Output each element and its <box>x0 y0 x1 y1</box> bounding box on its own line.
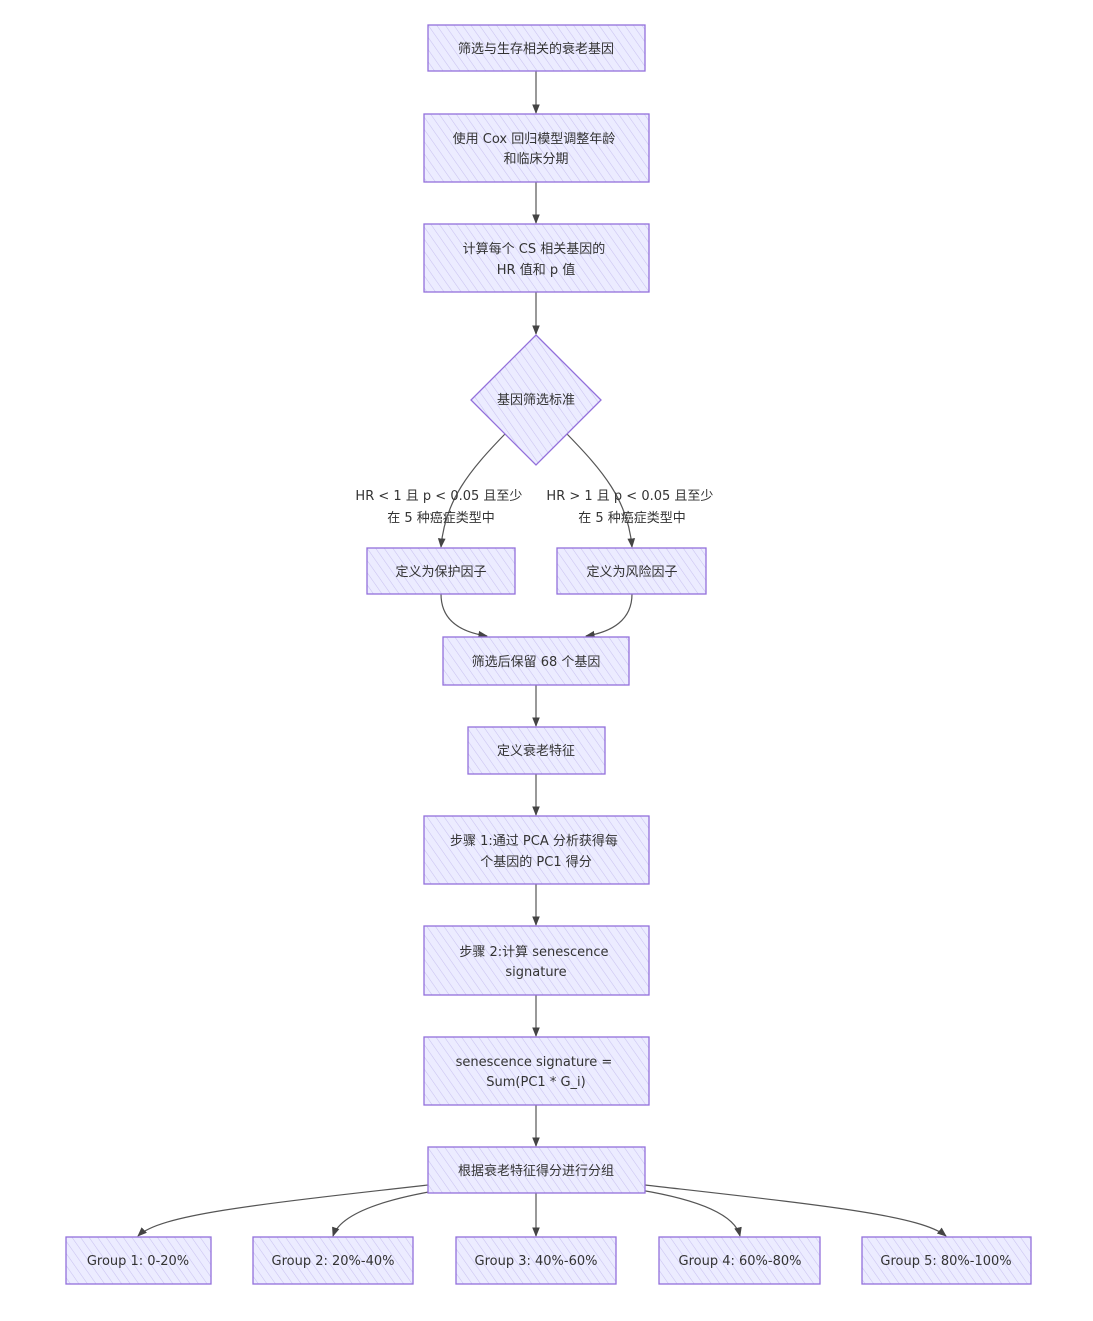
svg-text:定义为风险因子: 定义为风险因子 <box>586 565 677 580</box>
edge-labels-layer: HR < 1 且 p < 0.05 且至少 在 5 种癌症类型中 HR > 1 … <box>355 489 717 526</box>
svg-text:筛选与生存相关的衰老基因: 筛选与生存相关的衰老基因 <box>458 41 614 57</box>
svg-text:步骤 2:计算 senescence sig: 步骤 2:计算 senescence signature <box>459 945 612 980</box>
node-grouping: 根据衰老特征得分进行分组 <box>427 1146 646 1194</box>
edge-group-to-g5 <box>644 1184 947 1237</box>
svg-text:使用 Cox 回归模型调整年龄 和临床分期: 使用 Cox 回归模型调整年龄 和临床分期 <box>453 131 620 167</box>
node-risk-factor: 定义为风险因子 <box>556 547 707 595</box>
node-group-5: Group 5: 80%-100% <box>861 1236 1032 1285</box>
edge-criteria-to-protect <box>437 433 506 548</box>
edge-group-to-g4 <box>639 1189 742 1237</box>
node-start: 筛选与生存相关的衰老基因 <box>427 24 646 72</box>
svg-text:根据衰老特征得分进行分组: 根据衰老特征得分进行分组 <box>458 1163 614 1179</box>
svg-text:步骤 1:通过 PCA 分析获得每 个基因的: 步骤 1:通过 PCA 分析获得每 个基因的 PC1 得分 <box>450 833 622 870</box>
edge-protect-to-kept <box>440 593 488 639</box>
nodes-layer: 筛选与生存相关的衰老基因 使用 Cox 回归模型调整年龄 和临床分期 计算每个 … <box>65 24 1032 1285</box>
svg-text:Group 4: 60%-80%: Group 4: 60%-80% <box>679 1254 802 1269</box>
svg-text:senescence signature =: senescence signature = Sum(PC1 * G_i) <box>456 1055 617 1090</box>
node-formula: senescence signature = Sum(PC1 * G_i) <box>423 1036 650 1106</box>
svg-text:Group 5: 80%-100%: Group 5: 80%-100% <box>880 1254 1011 1269</box>
edges-layer <box>137 71 947 1237</box>
node-define-signature: 定义衰老特征 <box>467 726 606 775</box>
node-calc-hr-p: 计算每个 CS 相关基因的 HR 值和 p 值 <box>423 223 650 293</box>
edge-group-to-g1 <box>137 1184 429 1237</box>
node-step2-calc: 步骤 2:计算 senescence signature <box>423 925 650 996</box>
svg-text:定义衰老特征: 定义衰老特征 <box>497 743 575 759</box>
svg-text:Group 2: 20%-40%: Group 2: 20%-40% <box>272 1254 395 1269</box>
svg-text:基因筛选标准: 基因筛选标准 <box>497 393 575 408</box>
node-group-4: Group 4: 60%-80% <box>658 1236 821 1285</box>
svg-text:筛选后保留 68 个基因: 筛选后保留 68 个基因 <box>472 655 601 670</box>
node-group-3: Group 3: 40%-60% <box>455 1236 617 1285</box>
svg-text:定义为保护因子: 定义为保护因子 <box>395 565 486 580</box>
svg-text:Group 3: 40%-60%: Group 3: 40%-60% <box>475 1254 598 1269</box>
edge-group-to-g2 <box>332 1189 441 1237</box>
edge-label-risk-condition: HR > 1 且 p < 0.05 且至少 在 5 种癌症类型中 <box>546 489 717 526</box>
node-criteria-decision: 基因筛选标准 <box>470 334 602 466</box>
edge-label-protect-condition: HR < 1 且 p < 0.05 且至少 在 5 种癌症类型中 <box>355 489 526 526</box>
svg-text:计算每个 CS 相关基因的 HR 值和 p: 计算每个 CS 相关基因的 HR 值和 p 值 <box>463 241 610 278</box>
node-group-1: Group 1: 0-20% <box>65 1236 212 1285</box>
node-kept-genes: 筛选后保留 68 个基因 <box>442 636 630 686</box>
node-step1-pca: 步骤 1:通过 PCA 分析获得每 个基因的 PC1 得分 <box>423 815 650 885</box>
svg-text:Group 1: 0-20%: Group 1: 0-20% <box>87 1254 189 1269</box>
edge-criteria-to-risk <box>566 433 636 548</box>
node-group-2: Group 2: 20%-40% <box>252 1236 414 1285</box>
node-protective-factor: 定义为保护因子 <box>366 547 516 595</box>
edge-risk-to-kept <box>585 593 633 639</box>
node-cox-regression: 使用 Cox 回归模型调整年龄 和临床分期 <box>423 113 650 183</box>
